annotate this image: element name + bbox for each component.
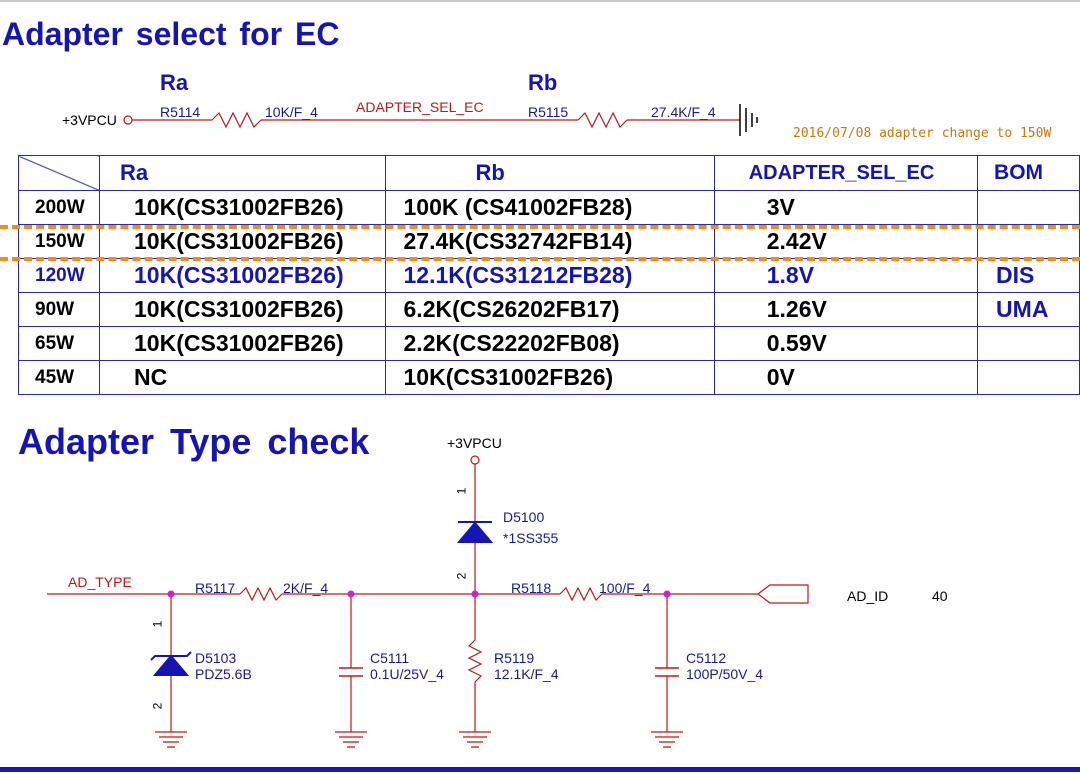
r5119-value: 12.1K/F_4: [494, 666, 559, 682]
adapter-table: Ra Rb ADAPTER_SEL_EC BOM 200W 10K(CS3100…: [17, 155, 1080, 395]
table-row: 200W 10K(CS31002FB26) 100K (CS41002FB28)…: [17, 190, 1080, 225]
table-row: 90W 10K(CS31002FB26) 6.2K(CS26202FB17) 1…: [17, 292, 1080, 327]
table-row: 65W 10K(CS31002FB26) 2.2K(CS22202FB08) 0…: [17, 326, 1080, 361]
junction-4: [663, 590, 671, 598]
supply-terminal-top: [123, 115, 133, 125]
r5115-ref: R5115: [528, 104, 569, 120]
row-wattage: 45W: [17, 360, 101, 395]
supply-terminal-bottom: [470, 455, 480, 465]
d5100-pin1: 1: [454, 487, 469, 495]
row-rb: 100K (CS41002FB28): [384, 190, 715, 225]
row-rb: 27.4K(CS32742FB14): [384, 224, 715, 259]
supply-label-bottom: +3VPCU: [447, 435, 502, 451]
row-ra: NC: [99, 360, 386, 395]
diode-d5100-body: [456, 521, 494, 543]
row-ra: 10K(CS31002FB26): [99, 292, 386, 327]
row-bom: [977, 224, 1080, 259]
header-adapter-sel-ec: ADAPTER_SEL_EC: [713, 155, 979, 191]
row-ra: 10K(CS31002FB26): [99, 224, 386, 259]
row-rb: 2.2K(CS22202FB08): [384, 326, 715, 361]
r5114-value: 10K/F_4: [265, 104, 318, 120]
r5117-ref: R5117: [195, 580, 236, 596]
d5103-value: PDZ5.6B: [195, 666, 252, 682]
d5100-value: *1SS355: [503, 530, 559, 546]
row-bom: DIS: [977, 258, 1080, 293]
section-title-adapter-type-check: Adapter Type check: [18, 421, 370, 462]
r5117-value: 2K/F_4: [283, 580, 329, 596]
row-rb: 6.2K(CS26202FB17): [384, 292, 715, 327]
c5112-ref: C5112: [686, 650, 727, 666]
d5103-pin2: 2: [150, 702, 165, 710]
ground-top: [739, 104, 758, 136]
port-ad-id: AD_ID: [847, 588, 889, 604]
row-wattage: 150W: [17, 224, 101, 259]
c5112-value: 100P/50V_4: [686, 666, 764, 682]
row-rb: 12.1K(CS31212FB28): [384, 258, 715, 293]
row-wattage: 200W: [17, 190, 101, 225]
d5103-ref: D5103: [195, 650, 237, 666]
top-border: [0, 0, 1080, 2]
row-bom: [977, 190, 1080, 225]
r5115-value: 27.4K/F_4: [651, 104, 716, 120]
row-bom: [977, 326, 1080, 361]
port-ad-id-shape: [757, 584, 809, 604]
c5111-ref: C5111: [370, 650, 410, 666]
highlight-dash-top: [0, 225, 1080, 229]
d5100-ref: D5100: [503, 509, 545, 525]
rb-label: Rb: [528, 70, 558, 95]
row-bom: UMA: [977, 292, 1080, 327]
resistor-r5114: [211, 111, 262, 129]
row-wattage: 90W: [17, 292, 101, 327]
junction-2: [347, 590, 355, 598]
ground-symbols: [155, 731, 683, 748]
resistor-r5115: [577, 111, 628, 129]
table-row: 45W NC 10K(CS31002FB26) 0V: [17, 360, 1080, 395]
r5119-ref: R5119: [494, 650, 535, 666]
net-ad-type: AD_TYPE: [68, 574, 132, 590]
resistor-r5119: [467, 639, 483, 683]
d5103-pin1: 1: [150, 620, 165, 628]
r5114-ref: R5114: [160, 104, 201, 120]
diode-d5103-body: [152, 654, 190, 676]
row-sel: 1.26V: [713, 292, 979, 327]
row-sel: 3V: [713, 190, 979, 225]
header-rb: Rb: [384, 155, 715, 191]
table-corner-cell: [17, 155, 101, 191]
resistor-r5118: [559, 586, 603, 602]
junction-3: [471, 590, 479, 598]
row-wattage: 65W: [17, 326, 101, 361]
d5100-pin2: 2: [454, 572, 469, 580]
row-rb: 10K(CS31002FB26): [384, 360, 715, 395]
table-row: 150W 10K(CS31002FB26) 27.4K(CS32742FB14)…: [17, 224, 1080, 259]
header-bom: BOM: [977, 155, 1080, 191]
port-page-number: 40: [932, 588, 948, 604]
table-row: 120W 10K(CS31002FB26) 12.1K(CS31212FB28)…: [17, 258, 1080, 293]
row-sel: 0V: [713, 360, 979, 395]
row-bom: [977, 360, 1080, 395]
resistor-r5117: [239, 586, 283, 602]
row-sel: 0.59V: [713, 326, 979, 361]
supply-label-top: +3VPCU: [62, 112, 117, 128]
change-note: 2016/07/08 adapter change to 150W: [793, 126, 1052, 141]
r5118-ref: R5118: [511, 580, 552, 596]
highlight-dash-bottom: [0, 257, 1080, 261]
bottom-border: [0, 767, 1080, 772]
c5111-value: 0.1U/25V_4: [370, 666, 444, 682]
row-sel: 1.8V: [713, 258, 979, 293]
r5118-value: 100/F_4: [599, 580, 651, 596]
row-sel: 2.42V: [713, 224, 979, 259]
row-ra: 10K(CS31002FB26): [99, 326, 386, 361]
row-wattage: 120W: [17, 258, 101, 293]
row-ra: 10K(CS31002FB26): [99, 258, 386, 293]
section-title-adapter-select: Adapter select for EC: [2, 16, 340, 52]
junction-1: [167, 590, 175, 598]
ra-label: Ra: [160, 70, 189, 95]
table-header-row: Ra Rb ADAPTER_SEL_EC BOM: [17, 155, 1080, 191]
row-ra: 10K(CS31002FB26): [99, 190, 386, 225]
header-ra: Ra: [99, 155, 386, 191]
net-adapter-sel-ec: ADAPTER_SEL_EC: [356, 99, 484, 115]
